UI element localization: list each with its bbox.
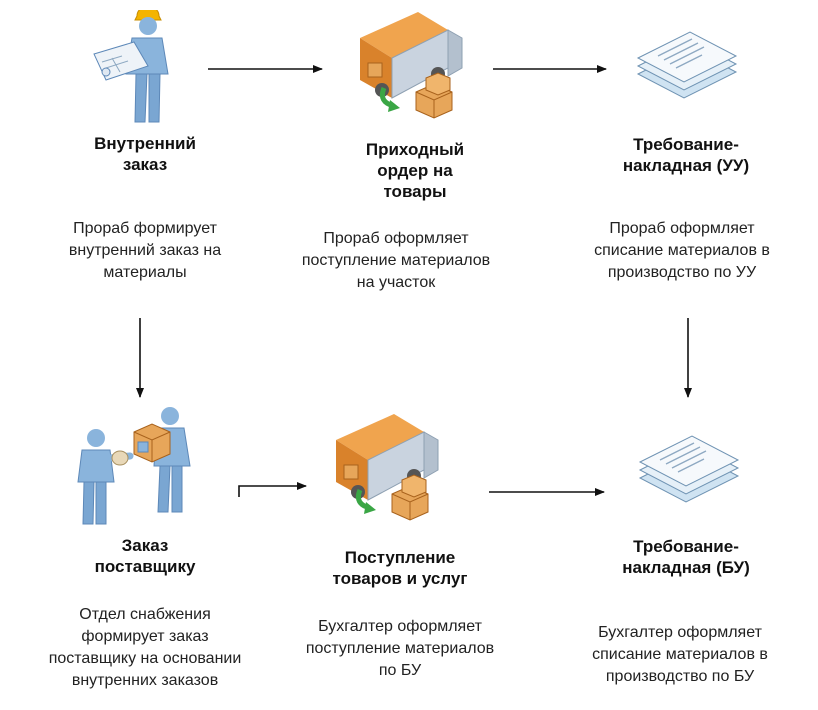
node-title-internal-order: Внутренний заказ: [94, 134, 196, 174]
node-title-requisition-uu: Требование- накладная (УУ): [622, 135, 750, 175]
node-desc-supplier-order: Отдел снабжения формирует заказ поставщи…: [48, 606, 242, 689]
worker-with-blueprint-icon: [93, 10, 169, 123]
node-title-requisition-bu: Требование- накладная (БУ): [622, 537, 750, 577]
node-desc-goods-receipt: Бухгалтер оформляет поступление материал…: [305, 618, 495, 679]
document-stack-icon: [638, 435, 740, 503]
node-desc-internal-order: Прораб формирует внутренний заказ на мат…: [68, 220, 222, 281]
node-title-goods-receipt: Поступление товаров и услуг: [332, 548, 468, 588]
node-title-receipt-order: Приходный ордер на товары: [365, 140, 465, 201]
node-desc-receipt-order: Прораб оформляет поступление материалов …: [301, 230, 491, 291]
arrow-supplier-order-to-receipt: [238, 482, 307, 497]
node-title-supplier-order: Заказ поставщику: [94, 536, 196, 576]
node-desc-requisition-bu: Бухгалтер оформляет списание материалов …: [592, 624, 768, 685]
delivery-truck-icon: [360, 12, 463, 119]
node-desc-requisition-uu: Прораб оформляет списание материалов в п…: [594, 220, 770, 281]
supplier-handover-icon: [77, 407, 191, 525]
delivery-truck-icon: [336, 414, 439, 521]
document-stack-icon: [636, 31, 738, 99]
